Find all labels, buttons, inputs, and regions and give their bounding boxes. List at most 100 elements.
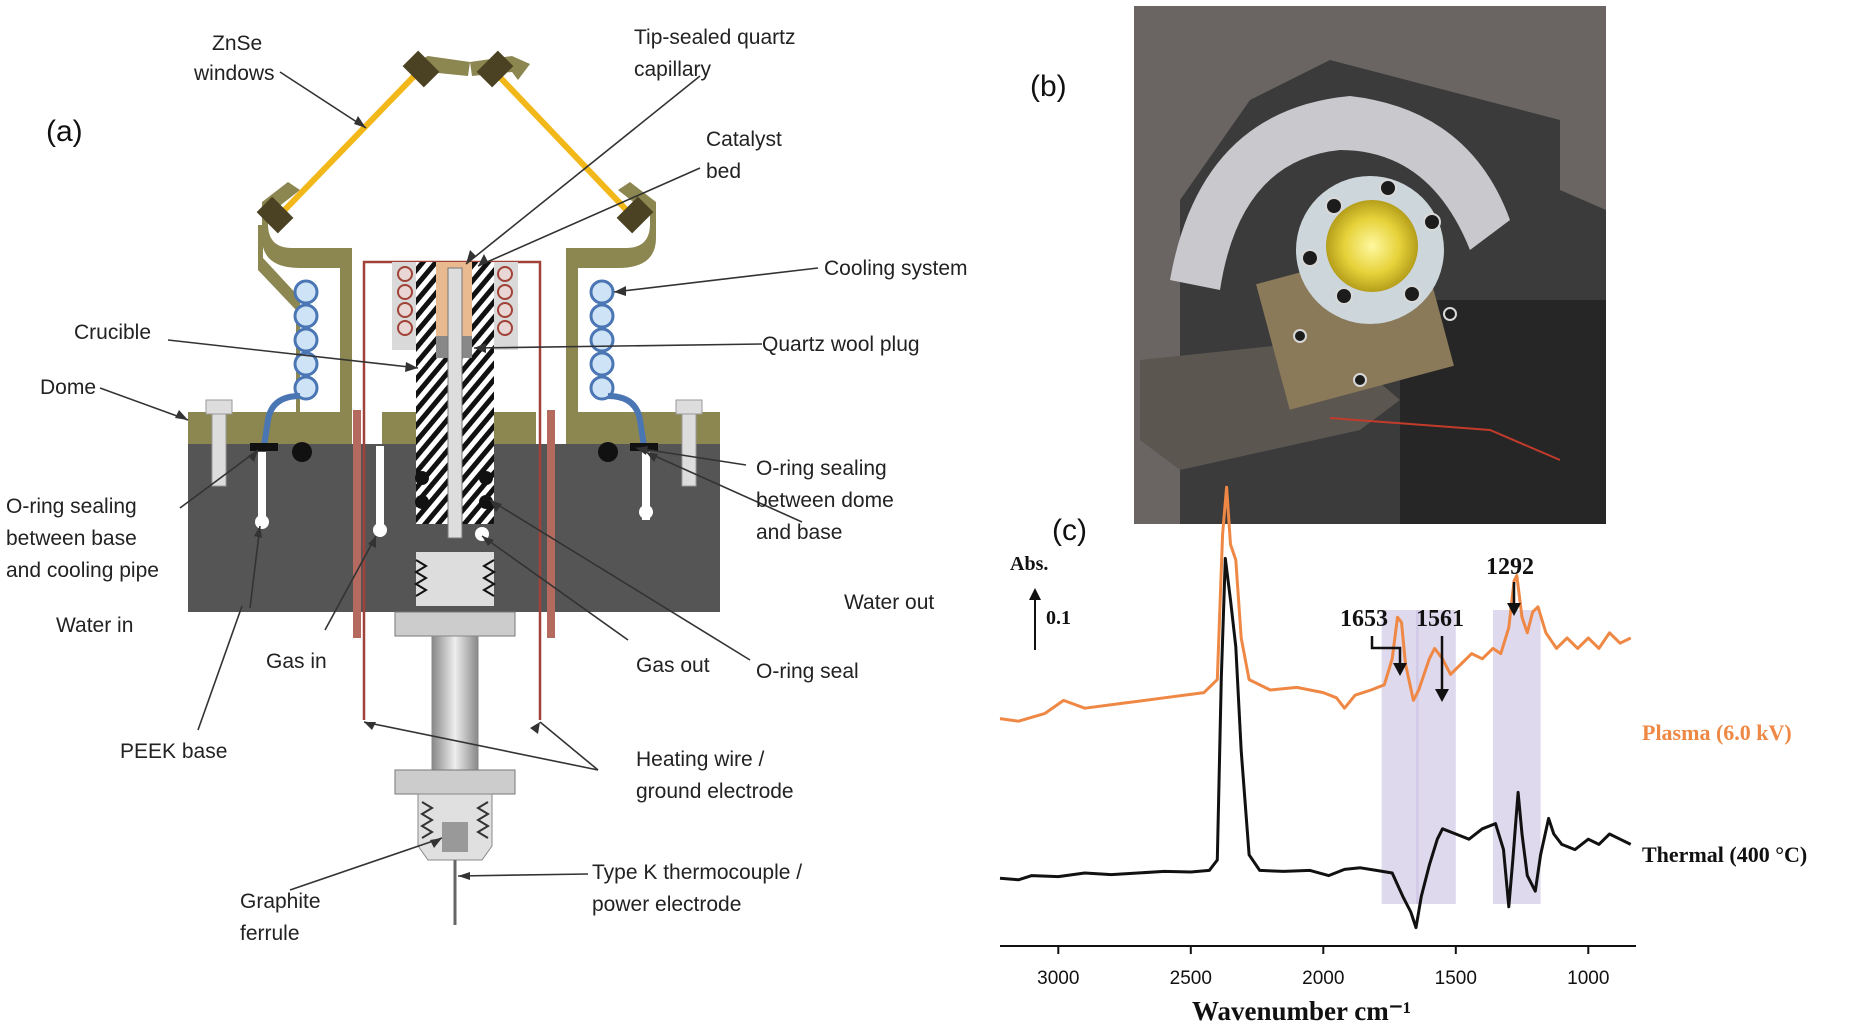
label-thermocouple-1: Type K thermocouple / bbox=[592, 861, 802, 884]
dome-body bbox=[188, 225, 300, 412]
bolt-right bbox=[675, 399, 703, 487]
cooling-pipe-right bbox=[607, 393, 647, 447]
series-line-0 bbox=[999, 485, 1632, 723]
panel-c-chart: (c) 3000 2500 2000 1500 1000 Wavenumber cm⁻¹… bbox=[999, 485, 1807, 1026]
oring-seal-right bbox=[479, 471, 493, 485]
photo-wire bbox=[1329, 417, 1561, 461]
water-out-port bbox=[639, 505, 653, 519]
label-catalyst-2: bed bbox=[706, 160, 741, 183]
panel-b-photo: (b) bbox=[1030, 6, 1606, 524]
ferrule-spring bbox=[420, 801, 490, 839]
heater-sleeve-left bbox=[353, 410, 361, 638]
fitting-thread bbox=[416, 552, 494, 606]
bolt-left bbox=[205, 399, 233, 487]
panel-b-label: (b) bbox=[1030, 70, 1067, 103]
label-quartz-wool: Quartz wool plug bbox=[762, 333, 920, 356]
label-cooling: Cooling system bbox=[824, 257, 968, 280]
gas-in-port bbox=[373, 523, 387, 537]
cooling-coil-left bbox=[293, 279, 319, 401]
x-axis-ticks: 3000 2500 2000 1500 1000 bbox=[1037, 946, 1609, 989]
label-catalyst-1: Catalyst bbox=[706, 128, 782, 151]
graphite-ferrule bbox=[442, 822, 468, 852]
label-water-in: Water in bbox=[56, 614, 133, 637]
fitting-nut-bottom bbox=[394, 769, 516, 795]
x-tick-label-4: 1000 bbox=[1567, 968, 1609, 989]
oring-seal-left bbox=[415, 471, 429, 485]
cooling-pipe-left bbox=[261, 393, 301, 447]
peak-annotations: 1653 1561 1292 bbox=[1340, 554, 1534, 702]
label-oring-seal: O-ring seal bbox=[756, 660, 859, 683]
label-water-out: Water out bbox=[844, 591, 934, 614]
water-in-port bbox=[255, 515, 269, 529]
peak-label-2: 1292 bbox=[1486, 554, 1534, 580]
oring-dome-left bbox=[292, 442, 312, 462]
oring-pipe-left bbox=[250, 443, 278, 451]
photo-metal-frame bbox=[1134, 6, 1606, 524]
label-graphite-1: Graphite bbox=[240, 890, 321, 913]
label-crucible: Crucible bbox=[74, 321, 151, 344]
peak-label-0: 1653 bbox=[1340, 606, 1388, 632]
x-axis-label: Wavenumber cm⁻¹ bbox=[1192, 996, 1411, 1026]
label-heating-1: Heating wire / bbox=[636, 748, 765, 771]
fitting-tube bbox=[431, 635, 479, 771]
highlight-bands bbox=[1381, 610, 1541, 904]
oring-dome-right bbox=[598, 442, 618, 462]
label-heating-2: ground electrode bbox=[636, 780, 794, 803]
oring-seal-right-2 bbox=[479, 495, 493, 509]
chart-series bbox=[999, 485, 1632, 930]
panel-c-label: (c) bbox=[1052, 514, 1087, 547]
series-label-thermal: Thermal (400 °C) bbox=[1642, 842, 1807, 867]
label-graphite-2: ferrule bbox=[240, 922, 300, 945]
highlight-band-2 bbox=[1492, 610, 1541, 904]
highlight-band-1 bbox=[1416, 610, 1456, 904]
znse-window-right bbox=[490, 67, 639, 223]
panel-a-label: (a) bbox=[46, 115, 83, 148]
label-oring-dome-base-2: between dome bbox=[756, 489, 894, 512]
heater-coil-right bbox=[492, 262, 518, 350]
window-clamp-br bbox=[616, 196, 654, 234]
peak-arrowhead-1 bbox=[1435, 689, 1449, 702]
label-znse-2: windows bbox=[193, 62, 275, 85]
quartz-capillary bbox=[447, 267, 463, 539]
label-oring-base-pipe-3: and cooling pipe bbox=[6, 559, 159, 582]
peak-label-1: 1561 bbox=[1416, 606, 1464, 632]
znse-window-left bbox=[272, 67, 423, 223]
label-znse-1: ZnSe bbox=[212, 32, 262, 55]
label-oring-dome-base-1: O-ring sealing bbox=[756, 457, 887, 480]
x-tick-label-1: 2500 bbox=[1170, 968, 1212, 989]
label-capillary-2: capillary bbox=[634, 58, 712, 81]
peak-arrowhead-0 bbox=[1393, 663, 1407, 676]
label-gas-in: Gas in bbox=[266, 650, 327, 673]
window-clamp-tr bbox=[476, 50, 514, 88]
leader-lines bbox=[99, 71, 819, 891]
oring-seal-left-2 bbox=[415, 495, 429, 509]
label-oring-dome-base-3: and base bbox=[756, 521, 842, 544]
label-gas-out: Gas out bbox=[636, 654, 710, 677]
x-tick-label-2: 2000 bbox=[1302, 968, 1344, 989]
photo-arc-opening bbox=[1170, 96, 1510, 290]
x-tick-label-3: 1500 bbox=[1435, 968, 1477, 989]
scale-bar-label: 0.1 bbox=[1046, 607, 1071, 629]
heater-coil-left bbox=[392, 262, 418, 350]
cooling-coil-right bbox=[589, 279, 615, 401]
x-tick-label-0: 3000 bbox=[1037, 968, 1079, 989]
label-peek: PEEK base bbox=[120, 740, 227, 763]
window-clamp-bl bbox=[256, 196, 294, 234]
heater-sleeve-right bbox=[547, 410, 555, 638]
y-axis-label: Abs. bbox=[1010, 553, 1048, 575]
leader-arrowheads bbox=[175, 116, 658, 880]
photo-screws bbox=[1293, 179, 1457, 387]
photo-window bbox=[1326, 200, 1418, 292]
label-capillary-1: Tip-sealed quartz bbox=[634, 26, 795, 49]
series-line-1 bbox=[999, 556, 1632, 930]
water-channel-left bbox=[258, 452, 266, 520]
scale-arrow-head bbox=[1029, 588, 1041, 600]
water-channel-right bbox=[642, 452, 650, 520]
label-thermocouple-2: power electrode bbox=[592, 893, 741, 916]
label-oring-base-pipe-1: O-ring sealing bbox=[6, 495, 137, 518]
series-label-plasma: Plasma (6.0 kV) bbox=[1642, 720, 1792, 745]
panel-a-diagram: (a) ZnSe windows Tip-sealed quartz capil… bbox=[6, 26, 968, 945]
fitting-nut-top bbox=[394, 611, 516, 637]
label-dome: Dome bbox=[40, 376, 96, 399]
